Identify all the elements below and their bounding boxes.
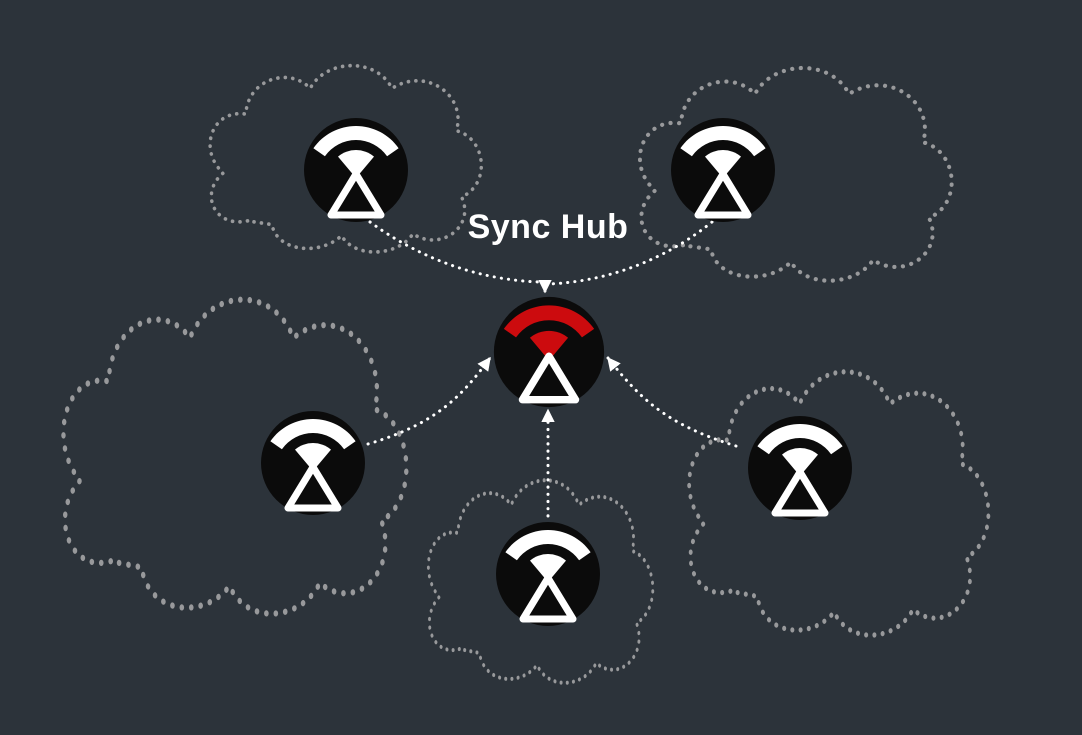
sync-hub-icon (494, 297, 604, 407)
device-node-icon (496, 522, 600, 626)
node-group (261, 118, 852, 626)
diagram-title: Sync Hub (468, 208, 629, 246)
device-node-icon (304, 118, 408, 222)
device-node-icon (261, 411, 365, 515)
sync-arrow-top-left (368, 220, 552, 294)
arrow-group (366, 220, 738, 518)
sync-arrow-mid-right (606, 356, 738, 448)
cloud-mid-right (689, 372, 988, 635)
device-node-icon (671, 118, 775, 222)
sync-arrow-mid-left (366, 356, 492, 446)
device-node-icon (748, 416, 852, 520)
sync-arrow-top-right (545, 220, 714, 286)
